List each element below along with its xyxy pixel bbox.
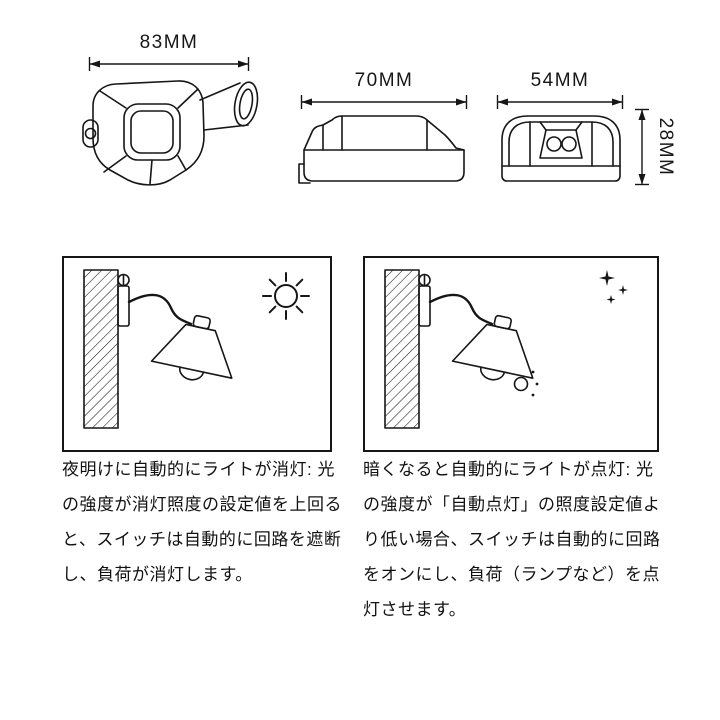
lamp-shade	[451, 314, 534, 381]
night-illustration	[384, 269, 628, 429]
wall-bracket	[418, 273, 431, 327]
day-illustration	[83, 269, 310, 429]
light-bulb	[479, 366, 506, 381]
day-illustration-frame	[62, 256, 332, 452]
lamp-arm	[428, 293, 494, 326]
light-bulb	[178, 366, 205, 381]
dimension-label-54mm: 54MM	[530, 70, 590, 91]
dimension-line-54mm	[496, 95, 624, 109]
moon-stars-icon	[569, 270, 628, 304]
swivel-cone	[199, 81, 259, 131]
light-sensor	[513, 370, 539, 397]
dimension-label-28mm: 28MM	[655, 117, 676, 177]
wall-bracket	[117, 273, 130, 327]
sun-icon	[262, 272, 310, 320]
mounting-foot	[298, 163, 311, 184]
wall-hatch	[83, 269, 119, 429]
lamp-arm	[127, 293, 193, 326]
dimension-line-83mm	[88, 57, 250, 71]
device-side-view-drawing	[298, 115, 465, 184]
sensor-window	[539, 121, 583, 159]
caption-night-light-on: 暗くなると自動的にライトが点灯: 光の強度が「自動点灯」の照度設定値より低い場合…	[363, 460, 661, 619]
device-end-view-drawing	[501, 115, 621, 182]
dimension-label-70mm: 70MM	[354, 70, 414, 91]
wall-hatch	[384, 269, 420, 429]
device-front-view-drawing	[82, 80, 259, 186]
dimension-line-70mm	[300, 95, 468, 109]
night-illustration-frame	[363, 256, 659, 452]
mounting-hole	[84, 127, 97, 140]
dimension-line-28mm	[635, 108, 649, 186]
lamp-shade	[150, 314, 233, 381]
dimension-label-83mm: 83MM	[139, 32, 199, 53]
mounting-ear	[82, 119, 99, 148]
caption-day-light-off: 夜明けに自動的にライトが消灯: 光の強度が消灯照度の設定値を上回ると、スイッチは…	[62, 460, 342, 584]
